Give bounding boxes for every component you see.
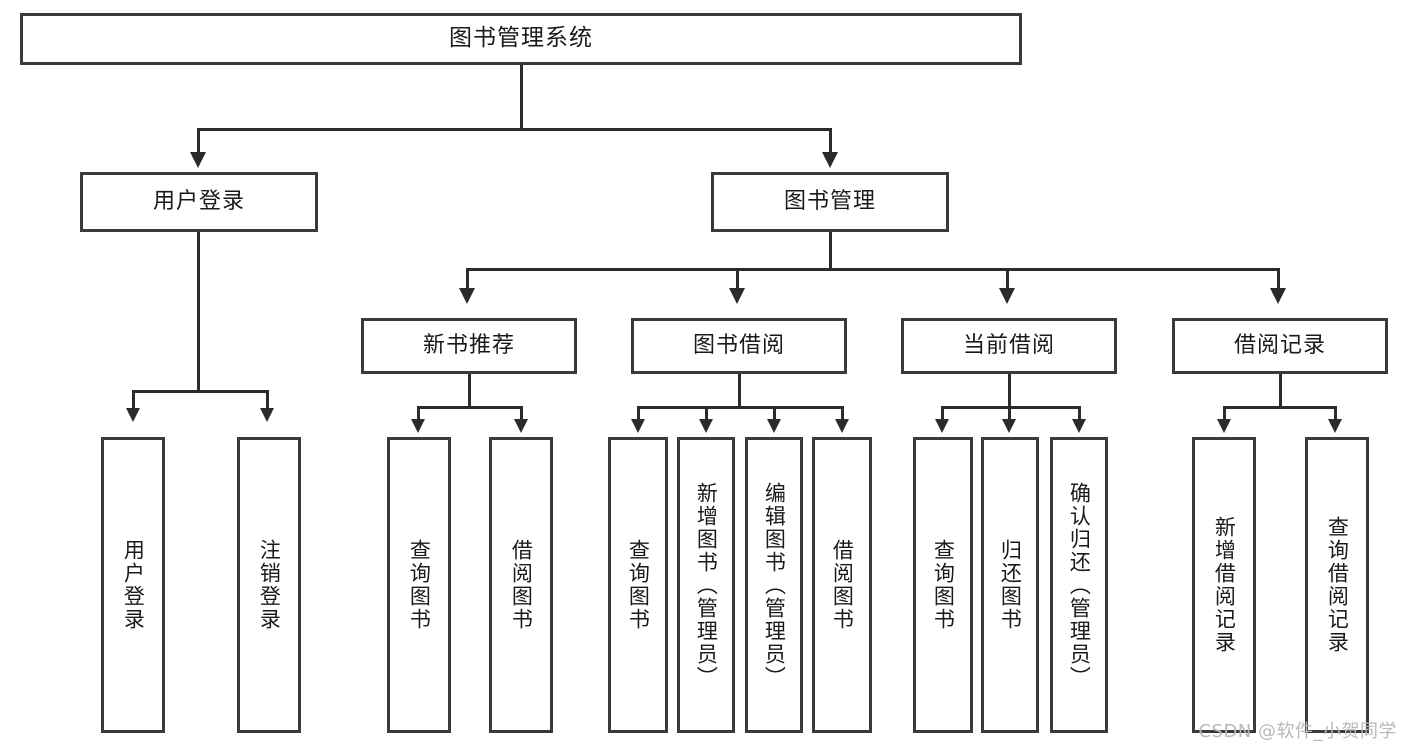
- arrow-user-login: [190, 152, 206, 168]
- edge-borrow-records-trunk: [1279, 374, 1282, 408]
- arrow-query-book-1: [411, 419, 425, 433]
- leaf-borrow-book[interactable]: 借阅图书: [812, 437, 872, 733]
- edge-book-manage-trunk: [829, 232, 832, 270]
- leaf-user-login[interactable]: 用户登录: [101, 437, 165, 733]
- arrow-query-book-2: [631, 419, 645, 433]
- edge-drop-return-book: [1008, 406, 1011, 420]
- arrow-current-borrow: [999, 288, 1015, 304]
- edge-drop-confirm-return: [1078, 406, 1081, 420]
- arrow-confirm-return: [1072, 419, 1086, 433]
- edge-drop-query-record: [1334, 406, 1337, 420]
- edge-drop-borrow-records: [1277, 268, 1280, 290]
- node-label: 编辑图书（管理员）: [762, 481, 787, 689]
- leaf-borrow-book-new[interactable]: 借阅图书: [489, 437, 553, 733]
- edge-level3-bus: [466, 268, 1280, 271]
- node-label: 注销登录: [257, 539, 282, 631]
- edge-drop-add-book: [705, 406, 708, 420]
- edge-drop-borrow-book-2: [841, 406, 844, 420]
- edge-drop-user-login: [197, 128, 200, 154]
- arrow-new-books: [459, 288, 475, 304]
- node-label: 查询图书: [626, 539, 651, 631]
- node-root-system[interactable]: 图书管理系统: [20, 13, 1022, 65]
- node-label: 借阅图书: [830, 539, 855, 631]
- leaf-edit-book-admin[interactable]: 编辑图书（管理员）: [745, 437, 803, 733]
- arrow-leaf-logout: [260, 408, 274, 422]
- arrow-book-manage: [822, 152, 838, 168]
- edge-drop-borrow-book-1: [520, 406, 523, 420]
- node-label: 新增借阅记录: [1212, 516, 1237, 654]
- node-label: 借阅图书: [509, 539, 534, 631]
- edge-new-books-bus: [417, 406, 523, 409]
- leaf-logout[interactable]: 注销登录: [237, 437, 301, 733]
- leaf-query-book-current[interactable]: 查询图书: [913, 437, 973, 733]
- edge-drop-leaf-logout: [266, 390, 269, 410]
- edge-drop-query-book-3: [941, 406, 944, 420]
- edge-user-login-trunk: [197, 232, 200, 392]
- node-book-borrow[interactable]: 图书借阅: [631, 318, 847, 374]
- edge-book-borrow-bus: [637, 406, 844, 409]
- arrow-query-record: [1328, 419, 1342, 433]
- node-label: 图书管理: [783, 188, 876, 214]
- edge-new-books-trunk: [468, 374, 471, 408]
- node-user-login[interactable]: 用户登录: [80, 172, 318, 232]
- leaf-add-book-admin[interactable]: 新增图书（管理员）: [677, 437, 735, 733]
- node-label: 新增图书（管理员）: [694, 481, 719, 689]
- node-label: 图书借阅: [692, 332, 785, 358]
- arrow-borrow-book-1: [514, 419, 528, 433]
- leaf-add-borrow-record[interactable]: 新增借阅记录: [1192, 437, 1256, 733]
- node-current-borrow[interactable]: 当前借阅: [901, 318, 1117, 374]
- leaf-query-book-new[interactable]: 查询图书: [387, 437, 451, 733]
- watermark-text: CSDN @软件_小贺同学: [1198, 721, 1397, 742]
- arrow-add-record: [1217, 419, 1231, 433]
- arrow-add-book: [699, 419, 713, 433]
- node-label: 借阅记录: [1233, 332, 1326, 358]
- node-label: 用户登录: [121, 539, 146, 631]
- arrow-edit-book: [767, 419, 781, 433]
- node-label: 用户登录: [152, 188, 245, 214]
- node-label: 归还图书: [998, 539, 1023, 631]
- edge-current-borrow-bus: [941, 406, 1081, 409]
- arrow-borrow-records: [1270, 288, 1286, 304]
- node-label: 查询借阅记录: [1325, 516, 1350, 654]
- node-label: 查询图书: [407, 539, 432, 631]
- edge-drop-query-book-2: [637, 406, 640, 420]
- edge-current-borrow-trunk: [1008, 374, 1011, 408]
- node-label: 新书推荐: [422, 332, 515, 358]
- node-new-book-recommend[interactable]: 新书推荐: [361, 318, 577, 374]
- leaf-confirm-return-admin[interactable]: 确认归还（管理员）: [1050, 437, 1108, 733]
- edge-drop-book-borrow: [736, 268, 739, 290]
- arrow-query-book-3: [935, 419, 949, 433]
- arrow-leaf-user-login: [126, 408, 140, 422]
- edge-root-trunk: [520, 65, 523, 129]
- edge-drop-leaf-user-login: [132, 390, 135, 410]
- edge-book-borrow-trunk: [738, 374, 741, 408]
- node-label: 确认归还（管理员）: [1067, 481, 1092, 689]
- node-book-management[interactable]: 图书管理: [711, 172, 949, 232]
- arrow-return-book: [1002, 419, 1016, 433]
- edge-drop-new-books: [466, 268, 469, 290]
- edge-drop-book-manage: [829, 128, 832, 154]
- edge-drop-edit-book: [773, 406, 776, 420]
- node-label: 查询图书: [931, 539, 956, 631]
- arrow-book-borrow: [729, 288, 745, 304]
- node-label: 当前借阅: [962, 332, 1055, 358]
- edge-drop-query-book-1: [417, 406, 420, 420]
- edge-drop-add-record: [1223, 406, 1226, 420]
- leaf-query-borrow-record[interactable]: 查询借阅记录: [1305, 437, 1369, 733]
- edge-borrow-records-bus: [1223, 406, 1337, 409]
- leaf-query-book-borrow[interactable]: 查询图书: [608, 437, 668, 733]
- edge-user-login-bus: [132, 390, 269, 393]
- node-borrow-records[interactable]: 借阅记录: [1172, 318, 1388, 374]
- arrow-borrow-book-2: [835, 419, 849, 433]
- leaf-return-book[interactable]: 归还图书: [981, 437, 1039, 733]
- edge-level2-bus: [197, 128, 832, 131]
- node-label: 图书管理系统: [449, 25, 593, 52]
- edge-drop-current-borrow: [1006, 268, 1009, 290]
